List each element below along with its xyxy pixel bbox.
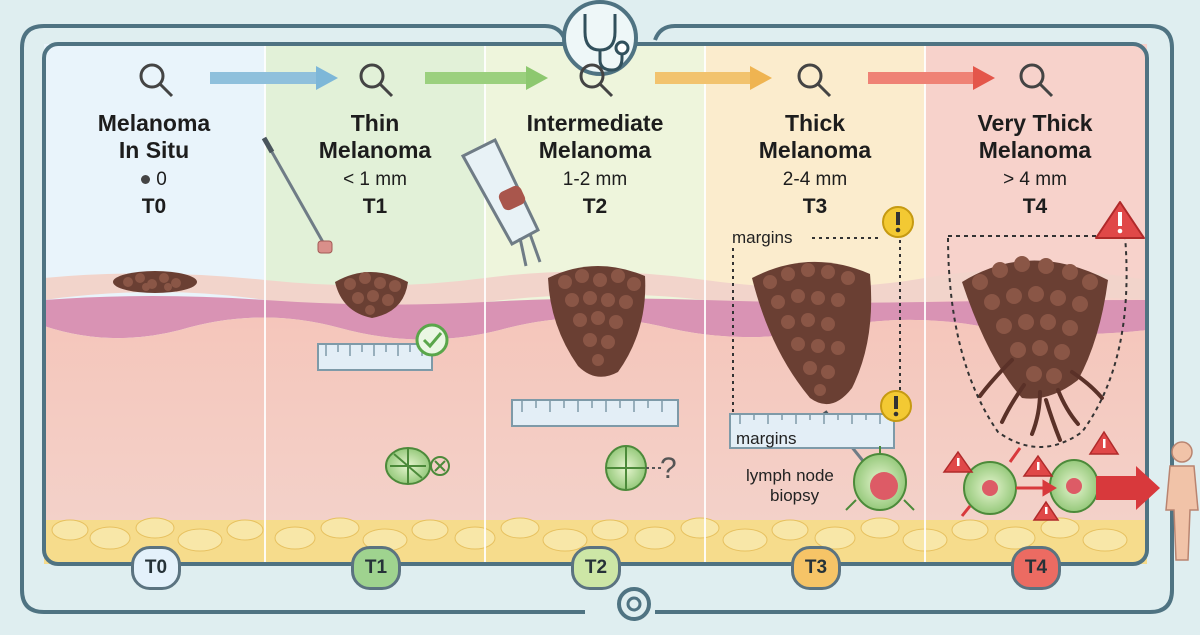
stage-code: T4 [1022,195,1048,218]
stage-name: In Situ [118,137,190,163]
stage-name: Melanoma [978,137,1092,163]
stage-code: T3 [802,195,828,218]
margins-label-bottom: margins [736,429,797,448]
stage-size: 0 [44,168,264,192]
dot-icon [141,175,151,185]
search-icon [359,63,394,98]
stage-name: Melanoma [758,137,872,163]
blocked-icon [430,456,450,476]
stage-name: Thin [350,110,400,136]
tumor-t0 [113,271,197,293]
stage-size: > 4 mm [1003,169,1067,190]
stethoscope-icon [562,0,638,76]
stage-badge-t4: T4 [1011,546,1061,590]
warning-icon-large [1095,201,1145,239]
frame-connector-icon [617,587,651,621]
tumor-t2 [548,265,646,377]
margins-label-top: margins [732,228,793,247]
spread-arrows [960,447,1057,517]
search-icon [797,63,832,98]
lymph-node-t1 [385,447,431,485]
stage-size: 1-2 mm [562,169,628,190]
biopsy-punch-icon [460,137,542,267]
margin-lines [732,237,901,414]
stage-t0-labels: Melanoma In Situ 0 T0 [44,110,264,220]
human-figure-icon [1165,441,1199,561]
metastasis-arrow [1096,466,1160,510]
search-icon [139,63,174,98]
stage-name: Thick [784,110,846,136]
biopsy-needle-icon [261,136,333,254]
stage-name: Melanoma [538,137,652,163]
stage-t1-labels: Thin Melanoma < 1 mm T1 [265,110,485,220]
stage-badge-t1: T1 [351,546,401,590]
ruler-t3 [729,413,895,449]
lymph-node-biopsy-label-line2: biopsy [770,486,820,505]
stage-code: T2 [582,195,608,218]
check-icon [415,323,449,357]
stage-name: Melanoma [318,137,432,163]
lymph-node-t2 [605,445,664,491]
lymph-node-t4-right [1049,459,1099,513]
stage-name: Very Thick [977,110,1093,136]
caution-icon-bottom [880,390,912,422]
stage-badge-t2: T2 [571,546,621,590]
stage-code: T0 [141,195,167,218]
lymph-node-t4-left [963,461,1017,515]
stage-t3-labels: Thick Melanoma 2-4 mm T3 [705,110,925,220]
ruler-t1 [317,343,433,371]
lymph-node-t3 [845,446,915,511]
search-icon [579,63,614,98]
tumor-t1 [335,272,408,318]
stage-name: Intermediate [526,110,664,136]
stage-badge-t3: T3 [791,546,841,590]
caution-icon-top [882,206,914,238]
tumor-t3 [752,261,872,405]
search-icon [1019,63,1054,98]
tumor-t4 [962,256,1108,442]
magnifier-icons [139,63,1054,98]
progression-arrows [210,66,995,90]
stage-badge-t0: T0 [131,546,181,590]
stage-name: Melanoma [97,110,211,136]
stage-size: < 1 mm [343,169,407,190]
stage-size: 2-4 mm [782,169,848,190]
column-dividers [264,44,926,564]
ruler-t2 [511,399,679,427]
lymph-node-biopsy-label-line1: lymph node [746,466,834,485]
invasion-outline [946,235,1128,448]
stage-code: T1 [362,195,388,218]
stage-t4-labels: Very Thick Melanoma > 4 mm T4 [925,110,1145,220]
uncertain-mark: ? [660,452,677,485]
stage-t2-labels: Intermediate Melanoma 1-2 mm T2 [485,110,705,220]
